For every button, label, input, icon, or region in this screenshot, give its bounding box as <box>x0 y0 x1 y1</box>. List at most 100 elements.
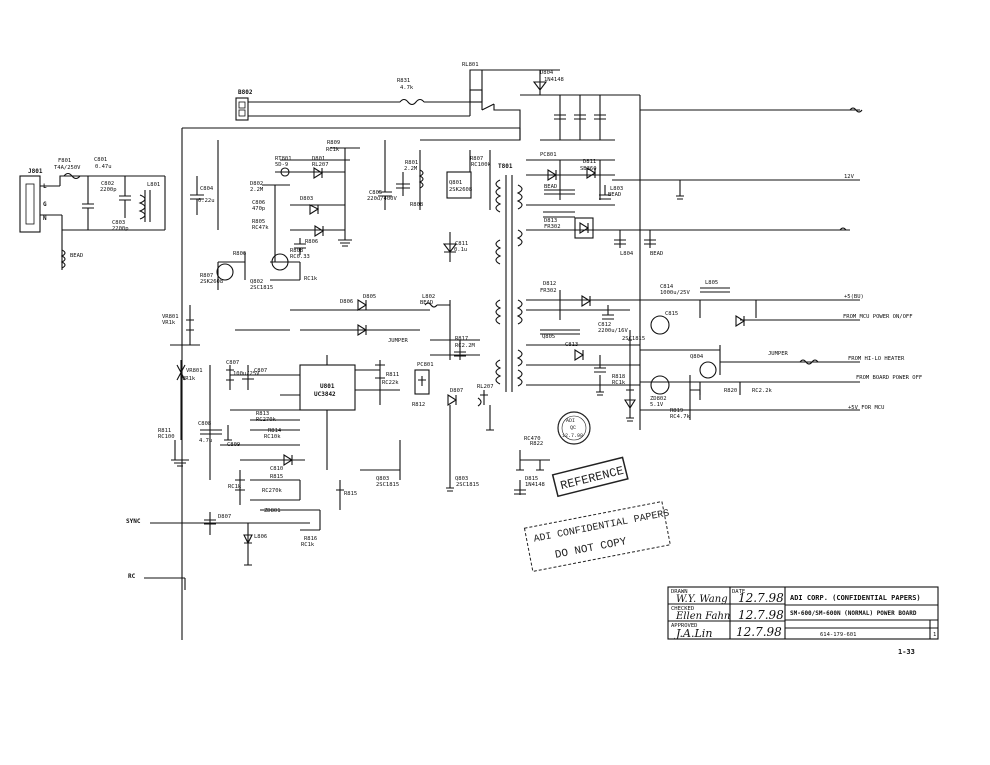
svg-text:BEAD: BEAD <box>650 251 663 257</box>
svg-text:12.7.98: 12.7.98 <box>738 591 784 605</box>
svg-text:0.22u: 0.22u <box>198 198 215 204</box>
svg-text:0.1u: 0.1u <box>454 247 467 253</box>
svg-text:C810: C810 <box>270 466 283 472</box>
svg-text:Q803: Q803 <box>455 476 468 482</box>
svg-text:R809: R809 <box>327 140 340 146</box>
svg-text:L801: L801 <box>147 182 160 188</box>
svg-text:1N4148: 1N4148 <box>544 77 564 83</box>
rc-block <box>446 171 472 199</box>
svg-text:12.7.98: 12.7.98 <box>562 433 583 439</box>
svg-text:SB360: SB360 <box>580 166 597 172</box>
svg-text:R807: R807 <box>470 156 483 162</box>
svg-text:Q804: Q804 <box>690 354 704 360</box>
svg-text:C811: C811 <box>455 241 468 247</box>
svg-text:RC1k: RC1k <box>326 147 340 153</box>
title-block: DRAWN CHECKED APPROVED DATE W.Y. Wang El… <box>667 586 939 656</box>
svg-text:ZD802: ZD802 <box>650 396 667 402</box>
svg-text:C806: C806 <box>252 200 265 206</box>
svg-text:BEAD: BEAD <box>420 300 433 306</box>
svg-text:C801: C801 <box>94 157 107 163</box>
jack-b802 <box>235 97 249 121</box>
cap-c802 <box>119 176 131 218</box>
svg-text:2SC1815: 2SC1815 <box>376 482 399 488</box>
sheet-number: 1 <box>933 632 936 638</box>
approved-signature: J.A.Lin <box>674 627 712 640</box>
svg-text:470p: 470p <box>252 206 265 212</box>
svg-text:D815: D815 <box>525 476 538 482</box>
svg-text:D811: D811 <box>583 159 596 165</box>
svg-text:C814: C814 <box>660 284 674 290</box>
resistor-r831 <box>399 98 470 106</box>
svg-text:D802: D802 <box>250 181 263 187</box>
svg-text:T801: T801 <box>498 163 513 170</box>
svg-text:D813: D813 <box>544 218 557 224</box>
svg-text:L806: L806 <box>254 534 267 540</box>
svg-text:C813: C813 <box>565 342 578 348</box>
cap-c805 <box>378 140 392 210</box>
svg-text:R831: R831 <box>397 78 410 84</box>
svg-text:2SC1815: 2SC1815 <box>250 285 273 291</box>
transistor-q802 <box>271 253 289 271</box>
transistor-q805 <box>650 375 670 395</box>
svg-text:RC1k: RC1k <box>301 542 315 548</box>
bridge-rectifier: RT801 5D-9 D801 RL207 R809 RC1k D802 2.2… <box>250 140 492 262</box>
svg-text:+5V FOR MCU: +5V FOR MCU <box>848 405 884 411</box>
svg-text:R806: R806 <box>233 251 246 257</box>
svg-text:2.2M: 2.2M <box>250 187 264 193</box>
ac-input-section: J801 L G N F801 T4A/250V C801 0.47u C802… <box>19 127 521 640</box>
svg-text:ZD801: ZD801 <box>264 508 281 514</box>
svg-text:VR801: VR801 <box>186 368 203 374</box>
svg-text:0.47u: 0.47u <box>95 164 112 170</box>
svg-text:BEAD: BEAD <box>608 192 621 198</box>
svg-text:DO NOT COPY: DO NOT COPY <box>554 536 628 562</box>
svg-text:C807: C807 <box>254 368 267 374</box>
svg-text:RC100: RC100 <box>158 434 175 440</box>
diode-d811 <box>547 169 558 181</box>
svg-text:D807: D807 <box>450 388 463 394</box>
svg-text:RC1k: RC1k <box>612 380 626 386</box>
svg-text:D812: D812 <box>543 281 556 287</box>
svg-text:T4A/250V: T4A/250V <box>54 165 81 171</box>
svg-text:Q803: Q803 <box>376 476 389 482</box>
svg-text:C807: C807 <box>226 360 239 366</box>
svg-text:2200u/16V: 2200u/16V <box>598 328 628 334</box>
svg-text:Q805: Q805 <box>542 334 555 340</box>
secondary-bus-right <box>615 94 641 430</box>
svg-text:QC: QC <box>570 425 576 431</box>
svg-text:C812: C812 <box>598 322 611 328</box>
svg-text:BEAD: BEAD <box>544 184 557 190</box>
diode-d802 <box>290 204 345 215</box>
svg-text:RC100k: RC100k <box>471 162 492 168</box>
cap-c806 <box>396 172 410 196</box>
line-filter <box>144 190 151 222</box>
svg-text:CHECKED: CHECKED <box>671 606 694 612</box>
svg-text:R813: R813 <box>256 411 269 417</box>
svg-text:R822: R822 <box>530 441 543 447</box>
svg-text:RC270k: RC270k <box>256 417 277 423</box>
secondary-outputs: PC801 D811 SB360 BEAD L803 BEAD 12V D813… <box>526 152 860 396</box>
svg-text:L804: L804 <box>620 251 634 257</box>
diode-d815 <box>735 315 860 327</box>
pwm-controller: U801 UC3842 R811 RC22k PC801 R812 D805 D… <box>230 232 494 492</box>
svg-text:R818: R818 <box>612 374 625 380</box>
diode-d806 <box>357 299 368 311</box>
svg-text:RC4.7k: RC4.7k <box>670 414 691 420</box>
svg-text:D806: D806 <box>340 299 353 305</box>
svg-text:RC470: RC470 <box>524 436 541 442</box>
svg-text:C808: C808 <box>198 421 211 427</box>
svg-text:R815: R815 <box>270 474 283 480</box>
svg-text:UC3842: UC3842 <box>314 391 336 398</box>
svg-text:FROM MCU POWER ON/OFF: FROM MCU POWER ON/OFF <box>843 314 913 320</box>
svg-text:R808: R808 <box>410 202 423 208</box>
svg-text:JUMPER: JUMPER <box>768 351 789 357</box>
svg-text:FR302: FR302 <box>544 224 561 230</box>
fuse-symbol <box>63 172 81 180</box>
svg-text:D804: D804 <box>540 70 554 76</box>
page-mark: 1-33 <box>898 648 915 656</box>
svg-text:R819: R819 <box>670 408 683 414</box>
svg-text:+5(BU): +5(BU) <box>844 294 864 300</box>
vr801 <box>176 360 186 440</box>
svg-text:G: G <box>43 201 47 208</box>
svg-text:RL801: RL801 <box>462 62 479 68</box>
diode-d813 <box>581 295 592 307</box>
